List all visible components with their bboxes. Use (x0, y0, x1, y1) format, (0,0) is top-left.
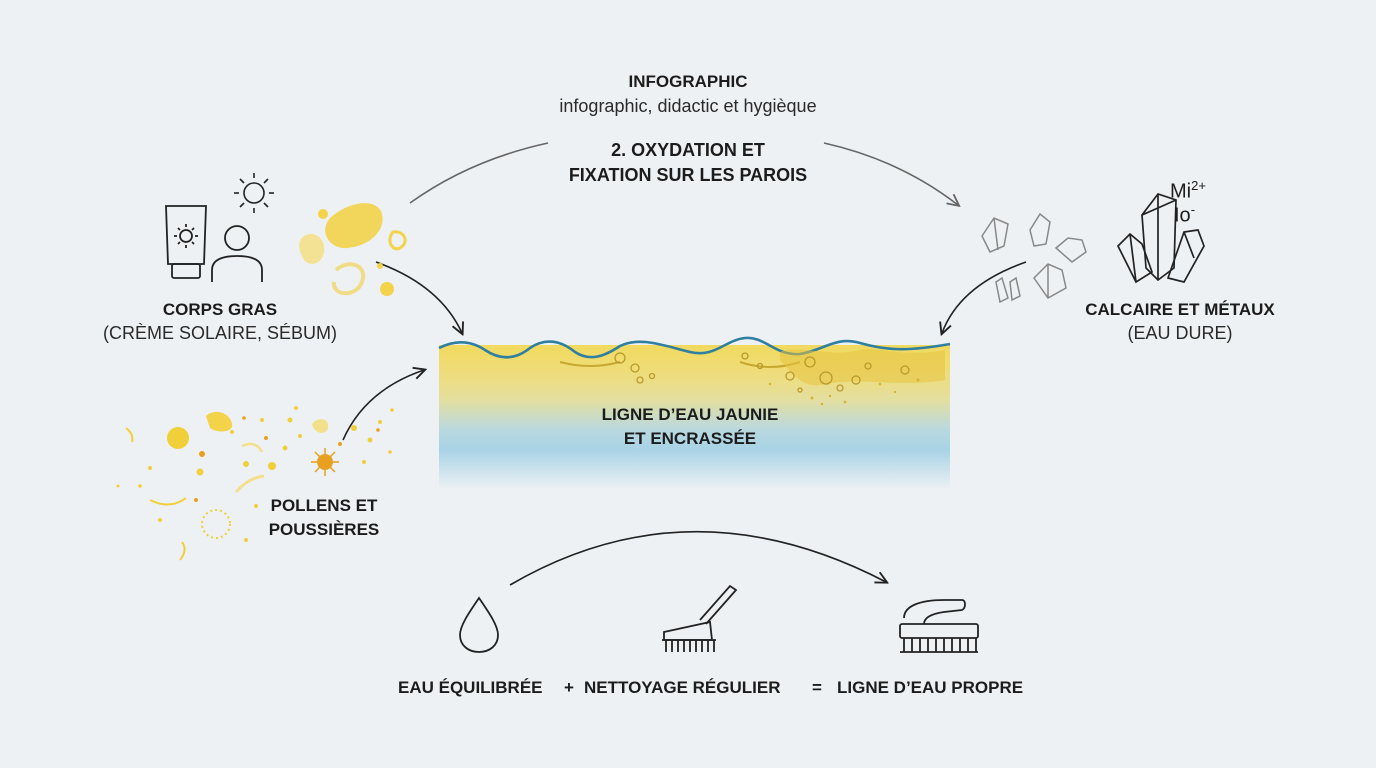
crystal-fragments-icon (981, 212, 1087, 304)
sun-icon (234, 173, 274, 213)
equation-plus: + (564, 678, 574, 697)
limescale-source-title: CALCAIRE ET MÉTAUX (1085, 300, 1275, 319)
arrow-bottom-arc (509, 530, 886, 586)
ion-charge-2: - (1190, 202, 1196, 217)
step-title: 2. OXYDATION ET FIXATION SUR LES PAROIS (488, 138, 888, 188)
arrow-pollen-to-water (342, 370, 424, 441)
pollen-line1: POLLENS ET (270, 496, 378, 515)
waterline-line1: LIGNE D’EAU JAUNIE (601, 405, 779, 424)
grease-blob-icon (299, 203, 407, 296)
crystal-icon (1116, 193, 1205, 284)
dirt-specks (768, 378, 920, 406)
water-drop-icon (459, 596, 499, 653)
dirt-deposit (559, 361, 801, 368)
ion-symbol-2: Io (1174, 204, 1191, 227)
header-subtitle: infographic, didactic et hygièque (559, 96, 817, 116)
ion-label-1: Mi2+ (1170, 178, 1206, 204)
step-title-line2: FIXATION SUR LES PAROIS (568, 165, 808, 185)
dirt-deposit-right (780, 349, 945, 386)
top-arc-left (409, 142, 549, 204)
person-icon (211, 225, 263, 282)
pollen-source-title: POLLENS ET POUSSIÈRES (244, 494, 404, 542)
fat-source-detail: (CRÈME SOLAIRE, SÉBUM) (102, 323, 338, 343)
arrow-fat-to-water (375, 261, 462, 333)
equation-term-balanced-water: EAU ÉQUILIBRÉE (398, 678, 543, 697)
ion-charge-1: 2+ (1191, 178, 1206, 193)
sunscreen-tube-icon (165, 205, 207, 279)
top-arc-right (823, 142, 958, 205)
pollen-line2: POUSSIÈRES (268, 520, 380, 539)
waterline-label: LIGNE D’EAU JAUNIE ET ENCRASSÉE (540, 403, 840, 451)
header-title: INFOGRAPHIC (628, 72, 748, 91)
equation-term-cleaning: NETTOYAGE RÉGULIER (584, 678, 781, 697)
pole-brush-icon (662, 584, 738, 652)
pollen-particles-icon (116, 406, 394, 561)
scrub-brush-icon (899, 599, 979, 653)
waterline-line2: ET ENCRASSÉE (623, 429, 757, 448)
limescale-source-detail: (EAU DURE) (1127, 323, 1233, 343)
equation-result: LIGNE D’EAU PROPRE (837, 678, 1024, 697)
step-title-line1: 2. OXYDATION ET (611, 140, 765, 160)
ion-label-2: Io- (1174, 202, 1195, 228)
equation-equals: = (812, 678, 822, 697)
ion-symbol-1: Mi (1170, 180, 1192, 203)
bubbles (614, 352, 910, 393)
fat-source-title: CORPS GRAS (162, 300, 278, 319)
water-surface-wave (438, 336, 951, 359)
arrow-lime-to-water (942, 261, 1027, 333)
